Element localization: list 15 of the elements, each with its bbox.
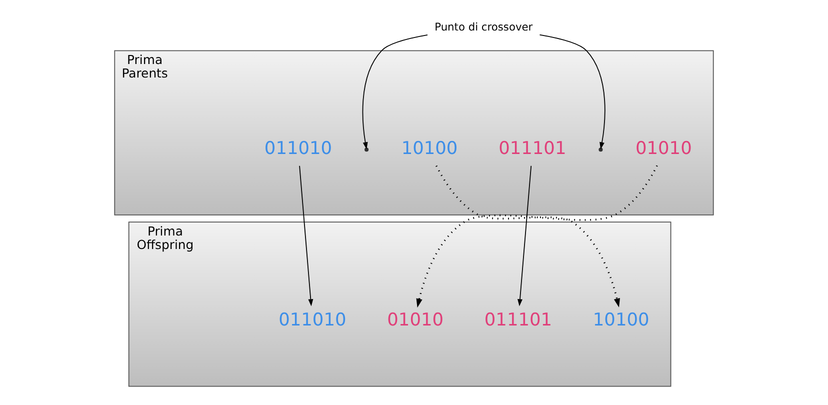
arrow <box>518 165 532 306</box>
node-text: 011010 <box>278 310 346 330</box>
node-text: 011010 <box>264 139 332 160</box>
arrow <box>299 165 314 306</box>
arrow <box>362 34 428 150</box>
node-text: 10100 <box>401 139 458 160</box>
node-text: Punto di crossover <box>434 20 533 34</box>
node-text: 011101 <box>484 310 552 330</box>
node-text: 01010 <box>387 310 444 330</box>
arrow <box>436 165 620 308</box>
arrow <box>539 34 606 150</box>
arrow <box>416 165 658 308</box>
node-text: 011101 <box>498 139 566 160</box>
node-text: 10100 <box>592 310 650 330</box>
node-text: 01010 <box>636 139 692 160</box>
